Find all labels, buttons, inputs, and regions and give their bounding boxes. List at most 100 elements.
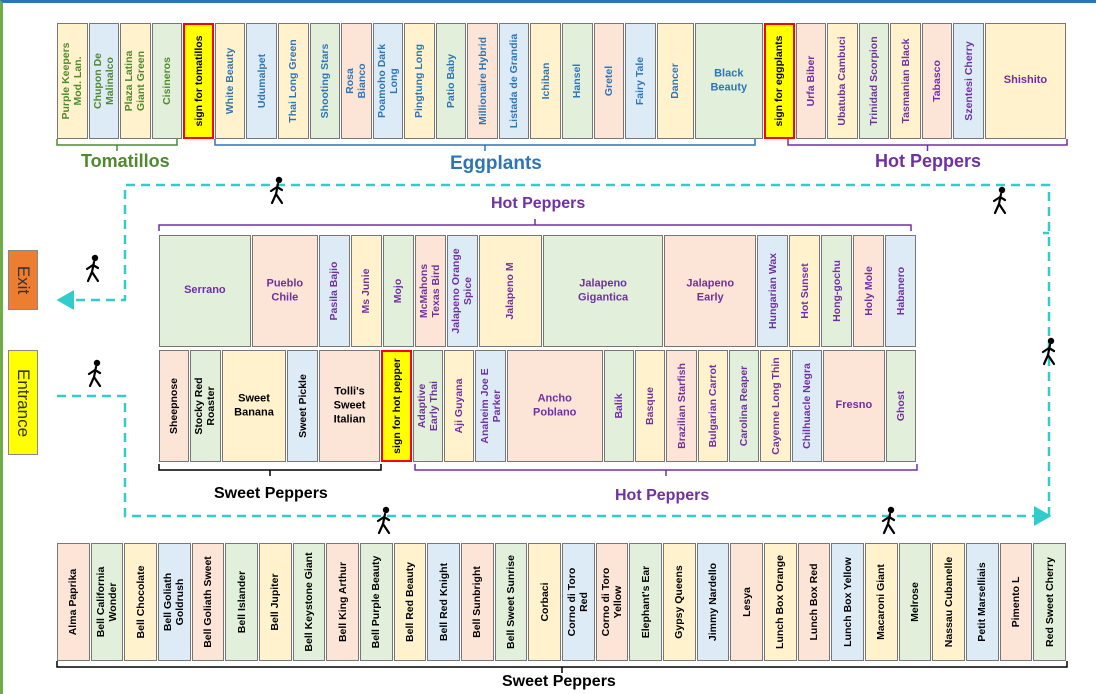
tray-label: Chupon De Malinalco (91, 53, 116, 109)
tray-lunch-box-red: Lunch Box Red (797, 543, 831, 661)
tray-label: Bell Chocolate (134, 565, 147, 639)
tray-label: Jimmy Nardello (706, 562, 719, 642)
tray-label: Patio Baby (445, 53, 457, 109)
tray-label: Tabasco (931, 60, 944, 102)
tray-aji-guyana: Aji Guyana (444, 350, 475, 462)
hot-peppers-bracket-mid-upper (158, 219, 912, 231)
tray-label: Bell King Arthur (336, 561, 349, 643)
tray-label: Bell Goliath Sweet (201, 556, 214, 648)
tray-label: Jalapeno Orange Spice (450, 248, 475, 334)
tray-fresno: Fresno (823, 350, 885, 462)
tray-ghost: Ghost (885, 350, 916, 462)
tray-black-beauty: Black Beauty (694, 23, 763, 139)
tray-lesya: Lesya (730, 543, 763, 661)
tray-bell-king-arthur: Bell King Arthur (326, 543, 359, 661)
section-label-eggplants: Eggplants (450, 153, 542, 174)
person-walking-icon (87, 359, 102, 388)
tray-chupon-de-malinalco: Chupon De Malinalco (88, 23, 120, 139)
tray-sign-for-tomatillos: sign for tomatillos (183, 23, 214, 139)
tray-label: Gretel (602, 65, 615, 97)
tray-mcmahons-texas-bird: McMahons Texas Bird (414, 235, 446, 347)
tray-label: Ms Junie (360, 268, 373, 314)
person-walking-icon (881, 506, 896, 535)
tray-label: Ichiban (539, 62, 552, 100)
tray-red-sweet-cherry: Red Sweet Cherry (1033, 543, 1066, 661)
tray-label: Cayenne Long Thin (769, 357, 782, 455)
tray-pimento-l: Pimento L (999, 543, 1033, 661)
tray-label: Hot Sunset (798, 263, 811, 319)
tray-label: Jalapeno M (504, 262, 517, 320)
tray-bell-goliath-sweet: Bell Goliath Sweet (191, 543, 225, 661)
section-label-hot-peppers-mid-lower: Hot Peppers (615, 487, 710, 504)
hot-peppers-bracket-mid-lower (414, 464, 918, 476)
exit-label: Exit (14, 265, 33, 295)
tray-bell-sweet-sunrise: Bell Sweet Sunrise (494, 543, 528, 661)
tray-fairy-tale: Fairy Tale (625, 23, 656, 139)
sweet-peppers-bracket-bottom (56, 661, 1068, 673)
tray-label: Poamoho Dark Long (375, 43, 400, 119)
tray-label: Mojo (392, 278, 405, 304)
tray-label: Bell Jupiter (269, 573, 282, 631)
person-walking-icon (992, 186, 1007, 215)
tray-dancer: Dancer (656, 23, 694, 139)
tray-label: Jalapeno Early (686, 277, 735, 303)
tray-hong-gochu: Hong-gochu (821, 235, 853, 347)
tray-label: Adaptive Early Thai (415, 380, 440, 432)
tray-label: Serrano (184, 284, 226, 297)
person-walking-icon (85, 254, 100, 283)
tray-bulgarian-carrot: Bulgarian Carrot (697, 350, 729, 462)
tray-label: Plaza Latina Giant Green (123, 50, 148, 112)
tray-label: Aji Guyana (453, 378, 466, 434)
tray-hungarian-wax: Hungarian Wax (757, 235, 789, 347)
tray-shooting-stars: Shooting Stars (309, 23, 341, 139)
tray-thai-long-green: Thai Long Green (277, 23, 309, 139)
tray-label: Black Beauty (710, 67, 748, 93)
tray-lunch-box-orange: Lunch Box Orange (764, 543, 797, 661)
tray-bell-purple-beauty: Bell Purple Beauty (360, 543, 393, 661)
walking-path (56, 139, 1068, 673)
tray-label: Sweet Banana (234, 392, 274, 418)
tray-label: sign for eggplants (773, 35, 786, 127)
tray-sign-for-eggplants: sign for eggplants (764, 23, 795, 139)
tray-urfa-biber: Urfa Biber (795, 23, 827, 139)
tray-label: Anaheim Joe E Parker (478, 368, 503, 444)
tray-label: White Beauty (224, 47, 237, 115)
tray-label: Habanero (894, 266, 907, 316)
tray-gretel: Gretel (593, 23, 625, 139)
tray-macaroni-giant: Macaroni Giant (865, 543, 898, 661)
tray-bell-red-beauty: Bell Red Beauty (393, 543, 427, 661)
tray-label: Balik (612, 393, 625, 419)
tray-label: Alma Paprika (67, 568, 80, 636)
tray-label: Fairy Tale (634, 56, 647, 106)
tray-habanero: Habanero (885, 235, 916, 347)
tray-jalapeno-early: Jalapeno Early (664, 235, 757, 347)
tray-label: Listada de Grandia (508, 33, 521, 129)
entrance-path (57, 394, 1052, 526)
tray-label: Stocky Red Roaster (193, 377, 218, 435)
tray-ancho-poblano: Ancho Poblano (506, 350, 603, 462)
tray-pasila-bajio: Pasila Bajio (318, 235, 350, 347)
tray-label: Purple Keepers Mod. Lan. (60, 42, 85, 120)
tray-label: Pingtung Long (413, 43, 426, 119)
tray-millionaire-hybrid: Millionaire Hybrid (467, 23, 498, 139)
tray-label: Bell Red Beauty (403, 562, 416, 642)
tray-label: Rosa Bianco (344, 63, 369, 99)
tray-tasmanian-black: Tasmanian Black (890, 23, 921, 139)
tray-label: Tolli's Sweet Italian (333, 385, 366, 425)
tray-listada-de-grandia: Listada de Grandia (498, 23, 530, 139)
tray-white-beauty: White Beauty (214, 23, 246, 139)
tray-ichiban: Ichiban (530, 23, 561, 139)
tray-label: Trinidad Scorpion (867, 36, 880, 126)
tray-label: Carolina Reaper (738, 365, 751, 447)
tray-ubatuba-cambuci: Ubatuba Cambuci (827, 23, 858, 139)
tray-nassau-cubanelle: Nassau Cubanelle (932, 543, 965, 661)
tray-carolina-reaper: Carolina Reaper (729, 350, 760, 462)
tray-label: Sweet Pickle (296, 374, 309, 438)
section-label-tomatillos: Tomatillos (81, 151, 170, 171)
sweet-peppers-bracket-mid (158, 464, 382, 476)
tray-sweet-pickle: Sweet Pickle (287, 350, 318, 462)
entrance-label: Entrance (14, 368, 33, 437)
tray-petit-marselliais: Petit Marselliais (966, 543, 999, 661)
tray-anaheim-joe-e-parker: Anaheim Joe E Parker (475, 350, 506, 462)
tray-udumalpet: Udumalpet (246, 23, 277, 139)
